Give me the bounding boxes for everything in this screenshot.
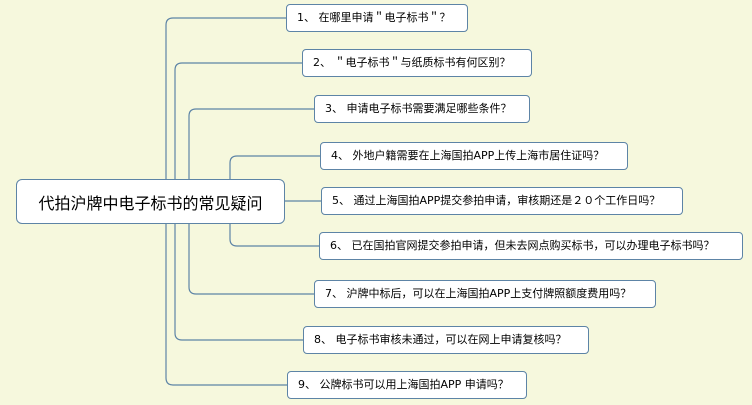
connector-line-2 — [174, 62, 302, 179]
branch-node-label: 4、 外地户籍需要在上海国拍APP上传上海市居住证吗？ — [331, 149, 605, 162]
branch-node-label: 8、 电子标书审核未通过，可以在网上申请复核吗？ — [314, 333, 567, 346]
branch-node-label: 3、 申请电子标书需要满足哪些条件？ — [325, 102, 512, 115]
connector-line-3 — [188, 108, 314, 179]
connector-line-4 — [229, 155, 320, 179]
connector-line-7 — [188, 224, 314, 295]
connector-line-8 — [174, 224, 303, 341]
branch-node-5[interactable]: 5、 通过上海国拍APP提交参拍申请，审核期还是２０个工作日吗？ — [321, 187, 683, 215]
connector-line-6 — [229, 224, 319, 247]
branch-node-label: 7、 沪牌中标后，可以在上海国拍APP上支付牌照额度费用吗？ — [325, 287, 632, 300]
branch-node-label: 6、 已在国拍官网提交参拍申请，但未去网点购买标书，可以办理电子标书吗？ — [330, 239, 715, 252]
branch-node-label: 9、 公牌标书可以用上海国拍APP 申请吗？ — [298, 378, 509, 391]
connector-line-9 — [165, 224, 287, 386]
branch-node-label: 5、 通过上海国拍APP提交参拍申请，审核期还是２０个工作日吗？ — [332, 194, 661, 207]
branch-node-label: 1、 在哪里申请＂电子标书＂？ — [297, 11, 451, 24]
branch-node-7[interactable]: 7、 沪牌中标后，可以在上海国拍APP上支付牌照额度费用吗？ — [314, 280, 656, 308]
root-node[interactable]: 代拍沪牌中电子标书的常见疑问 — [16, 179, 285, 224]
branch-node-3[interactable]: 3、 申请电子标书需要满足哪些条件？ — [314, 95, 530, 123]
branch-node-4[interactable]: 4、 外地户籍需要在上海国拍APP上传上海市居住证吗？ — [320, 142, 628, 170]
branch-node-label: 2、 ＂电子标书＂与纸质标书有何区别？ — [313, 56, 511, 69]
root-node-label: 代拍沪牌中电子标书的常见疑问 — [38, 193, 263, 213]
branch-node-6[interactable]: 6、 已在国拍官网提交参拍申请，但未去网点购买标书，可以办理电子标书吗？ — [319, 232, 743, 260]
connector-line-1 — [165, 17, 286, 179]
branch-node-2[interactable]: 2、 ＂电子标书＂与纸质标书有何区别？ — [302, 49, 532, 77]
branch-node-1[interactable]: 1、 在哪里申请＂电子标书＂？ — [286, 4, 468, 32]
branch-node-8[interactable]: 8、 电子标书审核未通过，可以在网上申请复核吗？ — [303, 326, 589, 354]
branch-node-9[interactable]: 9、 公牌标书可以用上海国拍APP 申请吗？ — [287, 371, 527, 399]
